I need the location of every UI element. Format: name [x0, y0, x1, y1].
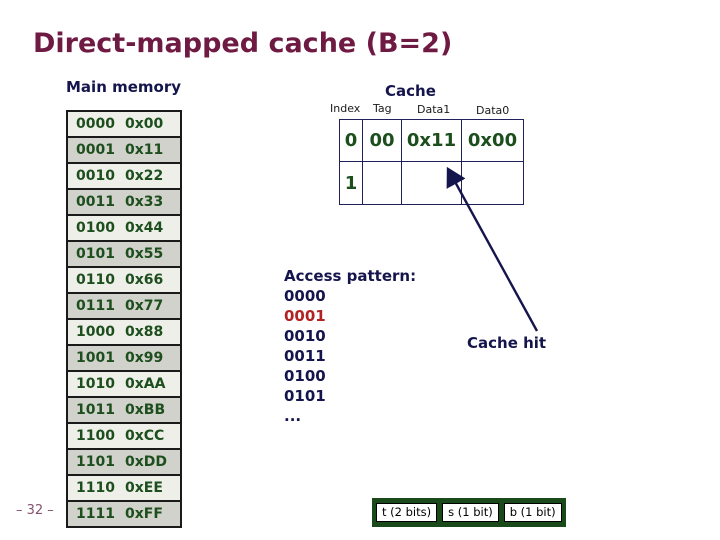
page-number: – 32 –	[16, 503, 54, 518]
memory-value: 0xBB	[125, 402, 166, 418]
memory-row: 0010 0x22	[68, 164, 180, 190]
cache-cell-data0	[462, 162, 523, 204]
cache-header-data1: Data1	[417, 103, 451, 116]
memory-address: 0101	[76, 246, 115, 262]
memory-value: 0xEE	[125, 480, 163, 496]
memory-address: 0010	[76, 168, 115, 184]
cache-cell-data0: 0x00	[462, 120, 523, 162]
memory-value: 0x44	[125, 220, 164, 236]
memory-row: 1010 0xAA	[68, 372, 180, 398]
memory-address: 1111	[76, 506, 115, 522]
access-pattern-item: 0100	[284, 367, 326, 385]
memory-value: 0x22	[125, 168, 164, 184]
memory-row: 0011 0x33	[68, 190, 180, 216]
memory-row: 1101 0xDD	[68, 450, 180, 476]
cache-cell-index: 0	[340, 120, 363, 162]
cache-header-data0: Data0	[476, 104, 510, 117]
address-field-diagram: t (2 bits) s (1 bit) b (1 bit)	[372, 498, 566, 527]
memory-address: 0100	[76, 220, 115, 236]
memory-row: 0100 0x44	[68, 216, 180, 242]
main-memory-table: 0000 0x00 0001 0x11 0010 0x22 0011 0x33 0100…	[66, 110, 182, 528]
memory-address: 1010	[76, 376, 115, 392]
memory-row: 1011 0xBB	[68, 398, 180, 424]
memory-value: 0x33	[125, 194, 164, 210]
memory-address: 1001	[76, 350, 115, 366]
memory-value: 0x88	[125, 324, 164, 340]
memory-row: 0001 0x11	[68, 138, 180, 164]
memory-value: 0xCC	[125, 428, 165, 444]
memory-value: 0xAA	[125, 376, 166, 392]
memory-row: 1000 0x88	[68, 320, 180, 346]
access-pattern: Access pattern: 0000 0001 0010 0011 0100…	[284, 266, 416, 426]
memory-value: 0x00	[125, 116, 164, 132]
memory-value: 0xFF	[125, 506, 163, 522]
cache-cell-tag	[363, 162, 402, 204]
memory-address: 1110	[76, 480, 115, 496]
memory-address: 0001	[76, 142, 115, 158]
memory-address: 1000	[76, 324, 115, 340]
memory-row: 1001 0x99	[68, 346, 180, 372]
memory-row: 1111 0xFF	[68, 502, 180, 526]
memory-row: 1110 0xEE	[68, 476, 180, 502]
cache-header-tag: Tag	[373, 102, 392, 115]
memory-address: 0111	[76, 298, 115, 314]
cache-hit-label: Cache hit	[467, 334, 547, 352]
block-bits-box: b (1 bit)	[503, 503, 562, 522]
tag-bits-box: t (2 bits)	[376, 503, 438, 522]
set-bits-box: s (1 bit)	[442, 503, 499, 522]
main-memory-label: Main memory	[66, 78, 182, 96]
cache-cell-data1: 0x11	[402, 120, 462, 162]
memory-value: 0x11	[125, 142, 164, 158]
memory-value: 0xDD	[125, 454, 168, 470]
memory-row: 0101 0x55	[68, 242, 180, 268]
memory-value: 0x66	[125, 272, 164, 288]
memory-row: 0110 0x66	[68, 268, 180, 294]
cache-label: Cache	[385, 82, 436, 100]
access-pattern-item-highlighted: 0001	[284, 307, 326, 325]
access-pattern-item: 0010	[284, 327, 326, 345]
cache-table: 0 00 0x11 0x00 1	[339, 119, 524, 205]
memory-address: 1011	[76, 402, 115, 418]
access-pattern-item: 0000	[284, 287, 326, 305]
cache-cell-tag: 00	[363, 120, 402, 162]
access-pattern-label: Access pattern:	[284, 267, 417, 285]
access-pattern-item: 0101	[284, 387, 326, 405]
access-pattern-ellipsis: ...	[284, 407, 302, 425]
memory-row: 0000 0x00	[68, 112, 180, 138]
cache-header-index: Index	[330, 102, 361, 115]
slide-title: Direct-mapped cache (B=2)	[33, 28, 453, 59]
memory-address: 1100	[76, 428, 115, 444]
cache-cell-index: 1	[340, 162, 363, 204]
memory-row: 0111 0x77	[68, 294, 180, 320]
memory-value: 0x99	[125, 350, 164, 366]
memory-address: 0011	[76, 194, 115, 210]
memory-address: 0110	[76, 272, 115, 288]
cache-cell-data1	[402, 162, 462, 204]
memory-value: 0x77	[125, 298, 164, 314]
memory-address: 1101	[76, 454, 115, 470]
memory-address: 0000	[76, 116, 115, 132]
memory-value: 0x55	[125, 246, 164, 262]
memory-row: 1100 0xCC	[68, 424, 180, 450]
access-pattern-item: 0011	[284, 347, 326, 365]
